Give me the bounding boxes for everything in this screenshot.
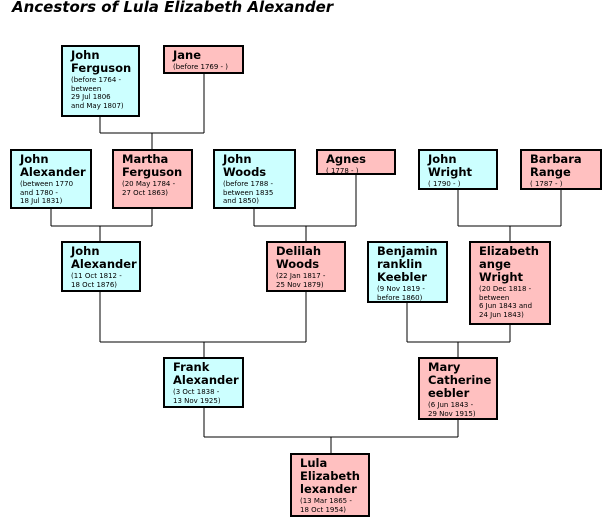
- person-box-mary-keebler[interactable]: Mary Catherine eebler (6 Jun 1843 - 29 N…: [418, 357, 498, 420]
- person-box-john-woods[interactable]: John Woods (before 1788 - between 1835 a…: [213, 149, 296, 209]
- connector-wright: [457, 190, 562, 241]
- person-dates: (22 Jan 1817 - 25 Nov 1879): [276, 272, 326, 289]
- person-box-agnes[interactable]: Agnes ( 1778 - ): [316, 149, 396, 175]
- person-dates: (before 1764 - between 29 Jul 1806 and M…: [71, 76, 124, 110]
- person-box-lula-alexander[interactable]: Lula Elizabeth lexander (13 Mar 1865 - 1…: [290, 453, 370, 517]
- person-dates: (11 Oct 1812 - 18 Oct 1876): [71, 272, 122, 289]
- connector-ferguson: [99, 74, 205, 149]
- person-dates: (13 Mar 1865 - 18 Oct 1954): [300, 497, 352, 514]
- person-name: Jane: [173, 48, 202, 62]
- person-box-delilah-woods[interactable]: Delilah Woods (22 Jan 1817 - 25 Nov 1879…: [266, 241, 346, 292]
- person-dates: (20 May 1784 - 27 Oct 1863): [122, 180, 176, 197]
- connector-woods: [253, 175, 357, 241]
- person-box-martha-ferguson[interactable]: Martha Ferguson (20 May 1784 - 27 Oct 18…: [112, 149, 193, 209]
- connector-frank-mary: [203, 408, 459, 453]
- person-dates: ( 1790 - ): [428, 180, 461, 188]
- person-dates: (before 1788 - between 1835 and 1850): [223, 180, 274, 205]
- person-name: Delilah Woods: [276, 244, 322, 271]
- person-box-elizabeth-wright[interactable]: Elizabeth ange Wright (20 Dec 1818 - bet…: [469, 241, 551, 325]
- person-name: John Woods: [223, 152, 267, 179]
- person-dates: (before 1769 - ): [173, 63, 229, 71]
- person-name: Elizabeth ange Wright: [479, 244, 539, 284]
- person-box-frank-alexander[interactable]: Frank Alexander (3 Oct 1838 - 13 Nov 192…: [163, 357, 244, 408]
- connector-keebler: [406, 303, 511, 357]
- person-name: Lula Elizabeth lexander: [300, 456, 360, 496]
- person-name: Mary Catherine eebler: [428, 360, 492, 400]
- person-name: John Ferguson: [71, 48, 132, 75]
- person-dates: (20 Dec 1818 - between 6 Jun 1843 and 24…: [479, 285, 533, 319]
- person-name: John Wright: [428, 152, 473, 179]
- person-box-john-alexander-sr[interactable]: John Alexander (between 1770 and 1780 - …: [10, 149, 92, 209]
- person-dates: (3 Oct 1838 - 13 Nov 1925): [173, 388, 221, 405]
- person-dates: (9 Nov 1819 - before 1860): [377, 285, 425, 302]
- person-dates: (6 Jun 1843 - 29 Nov 1915): [428, 401, 476, 418]
- person-name: John Alexander: [71, 244, 137, 271]
- person-dates: ( 1787 - ): [530, 180, 563, 188]
- person-box-benjamin-keebler[interactable]: Benjamin ranklin Keebler (9 Nov 1819 - b…: [367, 241, 448, 303]
- person-box-john-ferguson[interactable]: John Ferguson (before 1764 - between 29 …: [61, 45, 140, 117]
- connector-alexander-jr: [99, 292, 307, 357]
- person-name: Frank Alexander: [173, 360, 239, 387]
- person-box-barbara-range[interactable]: Barbara Range ( 1787 - ): [520, 149, 602, 190]
- person-name: Barbara Range: [530, 152, 582, 179]
- person-box-john-alexander-jr[interactable]: John Alexander (11 Oct 1812 - 18 Oct 187…: [61, 241, 141, 292]
- person-box-john-wright[interactable]: John Wright ( 1790 - ): [418, 149, 498, 190]
- person-box-jane[interactable]: Jane (before 1769 - ): [163, 45, 244, 74]
- person-name: John Alexander: [20, 152, 86, 179]
- person-name: Martha Ferguson: [122, 152, 183, 179]
- person-dates: (between 1770 and 1780 - 18 Jul 1831): [20, 180, 74, 205]
- person-name: Agnes: [326, 152, 366, 166]
- person-name: Benjamin ranklin Keebler: [377, 244, 438, 284]
- person-dates: ( 1778 - ): [326, 167, 359, 175]
- chart-title: Ancestors of Lula Elizabeth Alexander: [12, 0, 334, 16]
- connector-alexander-sr: [50, 209, 153, 241]
